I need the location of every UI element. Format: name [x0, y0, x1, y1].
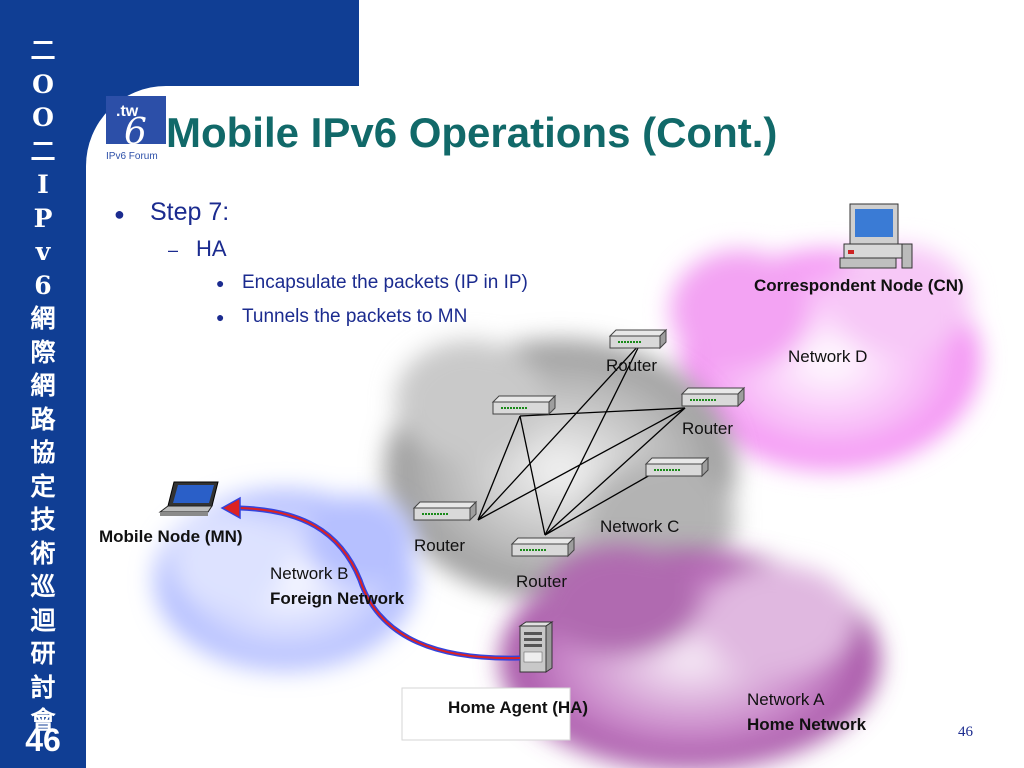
label-network-c: Network C — [600, 517, 679, 536]
home-agent-label-box — [401, 687, 571, 741]
vertical-char: 巡 — [30, 572, 56, 601]
bullet-text: Encapsulate the packets (IP in IP) — [242, 272, 528, 293]
bullet-dot-icon: ● — [114, 204, 125, 224]
vertical-char: O — [32, 103, 54, 132]
router-icon — [491, 394, 557, 416]
link — [544, 474, 651, 536]
bullet-text: Step 7: — [150, 198, 230, 226]
header-band — [86, 0, 359, 86]
vertical-char: 定 — [30, 471, 56, 501]
vertical-char: 術 — [30, 538, 56, 568]
vertical-char: 技 — [30, 505, 56, 534]
vertical-char: 迴 — [30, 605, 56, 635]
vertical-char: 協 — [30, 438, 56, 467]
link — [544, 343, 641, 536]
vertical-title: 二 O O 二 I P v 6 網 際 網 路 協 定 技 術 巡 迴 研 討 … — [0, 34, 86, 738]
arrowhead-icon — [220, 496, 241, 520]
label-router: Router — [516, 572, 567, 591]
link — [477, 343, 641, 521]
router-icon — [644, 456, 710, 478]
vertical-char: 二 — [30, 36, 56, 65]
label-router: Router — [606, 356, 657, 375]
laptop-icon — [158, 481, 219, 516]
vertical-char: 網 — [30, 371, 56, 400]
tunnel-arrow — [220, 496, 521, 661]
logo-six: 6 — [124, 112, 147, 153]
logo-tw-text: .tw — [116, 103, 139, 120]
vertical-char: 6 — [34, 270, 52, 300]
label-router: Router — [414, 536, 465, 555]
router-links — [477, 343, 686, 536]
vertical-char: I — [37, 170, 49, 199]
sidebar — [0, 0, 86, 768]
vertical-char: 網 — [30, 304, 56, 333]
vertical-char: 會 — [30, 706, 56, 735]
bullet-dot-icon: ● — [216, 275, 225, 291]
link — [544, 407, 686, 536]
bullet-encapsulate: ● Encapsulate the packets (IP in IP) — [216, 272, 528, 294]
server-icon — [518, 621, 554, 673]
router-icon — [680, 386, 746, 408]
bullet-tunnels: ● Tunnels the packets to MN — [216, 306, 467, 328]
computer-icon — [839, 203, 913, 269]
vertical-char: 討 — [30, 672, 56, 702]
link — [519, 415, 546, 536]
label-foreign-network: Foreign Network — [270, 589, 405, 608]
router-icon — [412, 500, 478, 522]
bullet-text: HA — [196, 236, 227, 261]
sidebar-page-number: 46 — [25, 722, 61, 758]
label-network-a: Network A — [747, 690, 825, 709]
bullet-step: ● Step 7: — [114, 198, 229, 227]
vertical-char: 研 — [30, 639, 56, 668]
slide-number: 46 — [958, 724, 973, 740]
logo-caption: IPv6 Forum — [106, 151, 158, 162]
cloud-network-b — [155, 490, 415, 670]
label-home-network: Home Network — [747, 715, 867, 734]
bullet-text: Tunnels the packets to MN — [242, 306, 468, 327]
link — [477, 407, 686, 521]
label-router: Router — [682, 419, 733, 438]
slide-title: Mobile IPv6 Operations (Cont.) — [166, 109, 778, 156]
bullet-dot-icon: ● — [216, 309, 225, 325]
bullet-dash-icon: – — [168, 240, 179, 260]
label-network-d: Network D — [788, 347, 867, 366]
link — [477, 415, 521, 521]
label-network-b: Network B — [270, 564, 348, 583]
cloud-network-a — [500, 545, 880, 768]
vertical-char: 際 — [30, 337, 56, 367]
router-icon — [510, 536, 576, 558]
vertical-char: O — [32, 69, 54, 99]
router-icon — [608, 328, 668, 350]
bullet-ha: –HA — [168, 236, 227, 262]
vertical-char: P — [33, 203, 53, 233]
label-mobile-node: Mobile Node (MN) — [99, 527, 243, 546]
vertical-char: v — [35, 237, 51, 266]
cloud-network-d — [670, 245, 980, 470]
vertical-char: 二 — [30, 136, 56, 166]
link — [519, 407, 686, 417]
vertical-char: 路 — [30, 404, 56, 434]
label-home-agent: Home Agent (HA) — [448, 698, 588, 717]
ipv6-forum-logo: .tw 6 IPv6 Forum — [106, 96, 166, 162]
label-correspondent-node: Correspondent Node (CN) — [754, 276, 964, 295]
